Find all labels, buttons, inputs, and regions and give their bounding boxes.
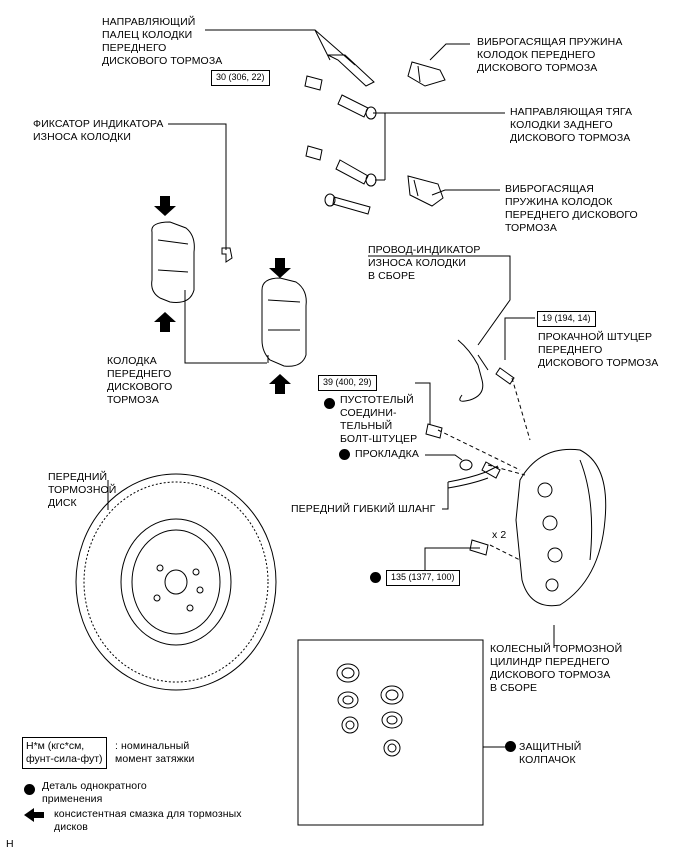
label-guide-pin: НАПРАВЛЯЮЩИЙ ПАЛЕЦ КОЛОДКИ ПЕРЕДНЕГО ДИС… xyxy=(102,16,223,67)
guide-rod-lower xyxy=(335,159,377,187)
non-reusable-bullet-boot xyxy=(505,741,516,752)
label-union-bolt: ПУСТОТЕЛЫЙ СОЕДИНИ- ТЕЛЬНЫЙ БОЛТ-ШТУЦЕР xyxy=(340,394,418,445)
label-boot: ЗАЩИТНЫЙ КОЛПАЧОК xyxy=(519,741,582,766)
brake-pad-left xyxy=(151,221,195,303)
brake-disc-outer xyxy=(75,473,277,691)
leader-wire xyxy=(368,255,511,346)
gasket-part xyxy=(459,459,473,471)
leader-pad xyxy=(184,345,267,364)
bolt-small-2 xyxy=(305,145,323,161)
torque-guide-pin: 30 (306, 22) xyxy=(211,70,270,86)
torque-union-bolt: 39 (400, 29) xyxy=(318,375,377,391)
label-flexible-hose: ПЕРЕДНИЙ ГИБКИЙ ШЛАНГ xyxy=(291,503,436,515)
boot-kit-box xyxy=(297,639,484,826)
leader-indicator-clip xyxy=(168,123,227,250)
mount-bolt-part xyxy=(469,539,489,556)
guide-pin-upper xyxy=(327,54,375,87)
label-bleeder-plug: ПРОКАЧНОЙ ШТУЦЕР ПЕРЕДНЕГО ДИСКОВОГО ТОР… xyxy=(538,331,659,369)
guide-rod-upper xyxy=(337,94,377,120)
leader-spring-1 xyxy=(429,43,470,61)
label-brake-pad: КОЛОДКА ПЕРЕДНЕГО ДИСКОВОГО ТОРМОЗА xyxy=(107,355,173,406)
bleeder-plug xyxy=(495,367,515,385)
anti-squeal-spring-1 xyxy=(407,61,446,87)
torque-bleeder: 19 (194, 14) xyxy=(537,311,596,327)
anti-squeal-spring-2 xyxy=(407,175,444,207)
corner-mark: H xyxy=(6,838,14,850)
legend-torque-box: Н*м (кгс*см, фунт-сила-фут) xyxy=(22,737,107,769)
leader-union-bolt xyxy=(415,382,431,425)
leader-spring-2 xyxy=(431,189,500,196)
label-guide-rod-rear: НАПРАВЛЯЮЩАЯ ТЯГА КОЛОДКИ ЗАДНЕГО ДИСКОВ… xyxy=(510,106,633,144)
legend-non-reusable: Деталь однократного применения xyxy=(42,780,147,805)
wear-indicator-clip xyxy=(221,247,233,263)
bolt-small-1 xyxy=(304,75,323,91)
label-qty-x2: x 2 xyxy=(492,529,507,541)
label-anti-squeal-spring-1: ВИБРОГАСЯЩАЯ ПРУЖИНА КОЛОДОК ПЕРЕДНЕГО Д… xyxy=(477,36,623,74)
non-reusable-bullet-union-bolt xyxy=(324,398,335,409)
non-reusable-bullet-gasket xyxy=(339,449,350,460)
label-caliper: КОЛЕСНЫЙ ТОРМОЗНОЙ ЦИЛИНДР ПЕРЕДНЕГО ДИС… xyxy=(490,643,623,694)
legend-grease: консистентная смазка для тормозных диско… xyxy=(54,808,242,833)
non-reusable-bullet-mount-bolt xyxy=(370,572,381,583)
label-anti-squeal-spring-2: ВИБРОГАСЯЩАЯ ПРУЖИНА КОЛОДОК ПЕРЕДНЕГО Д… xyxy=(505,183,638,234)
leader-gasket xyxy=(425,454,463,461)
leader-guide-pin xyxy=(205,29,331,61)
label-wear-indicator-clip: ФИКСАТОР ИНДИКАТОРА ИЗНОСА КОЛОДКИ xyxy=(33,118,164,143)
label-gasket: ПРОКЛАДКА xyxy=(355,448,419,460)
caliper-body xyxy=(515,448,607,607)
leader-hose xyxy=(442,482,449,510)
leader-mount-bolt xyxy=(424,547,480,575)
union-bolt-part xyxy=(425,423,443,439)
guide-pin-lower xyxy=(324,193,371,215)
label-disc: ПЕРЕДНИЙ ТОРМОЗНОЙ ДИСК xyxy=(48,471,117,509)
legend-bullet-icon xyxy=(24,784,35,795)
legend-grease-arrow-icon xyxy=(24,808,44,822)
grease-arrows xyxy=(154,196,291,394)
wear-indicator-wire xyxy=(457,339,484,402)
label-wear-indicator-wire: ПРОВОД-ИНДИКАТОР ИЗНОСА КОЛОДКИ В СБОРЕ xyxy=(368,244,481,282)
brake-pad-right xyxy=(261,277,307,367)
torque-mount-bolt: 135 (1377, 100) xyxy=(386,570,460,586)
leader-bleeder xyxy=(504,317,535,360)
legend-torque-desc: : номинальный момент затяжки xyxy=(115,740,195,765)
flexible-hose-part xyxy=(447,465,499,489)
